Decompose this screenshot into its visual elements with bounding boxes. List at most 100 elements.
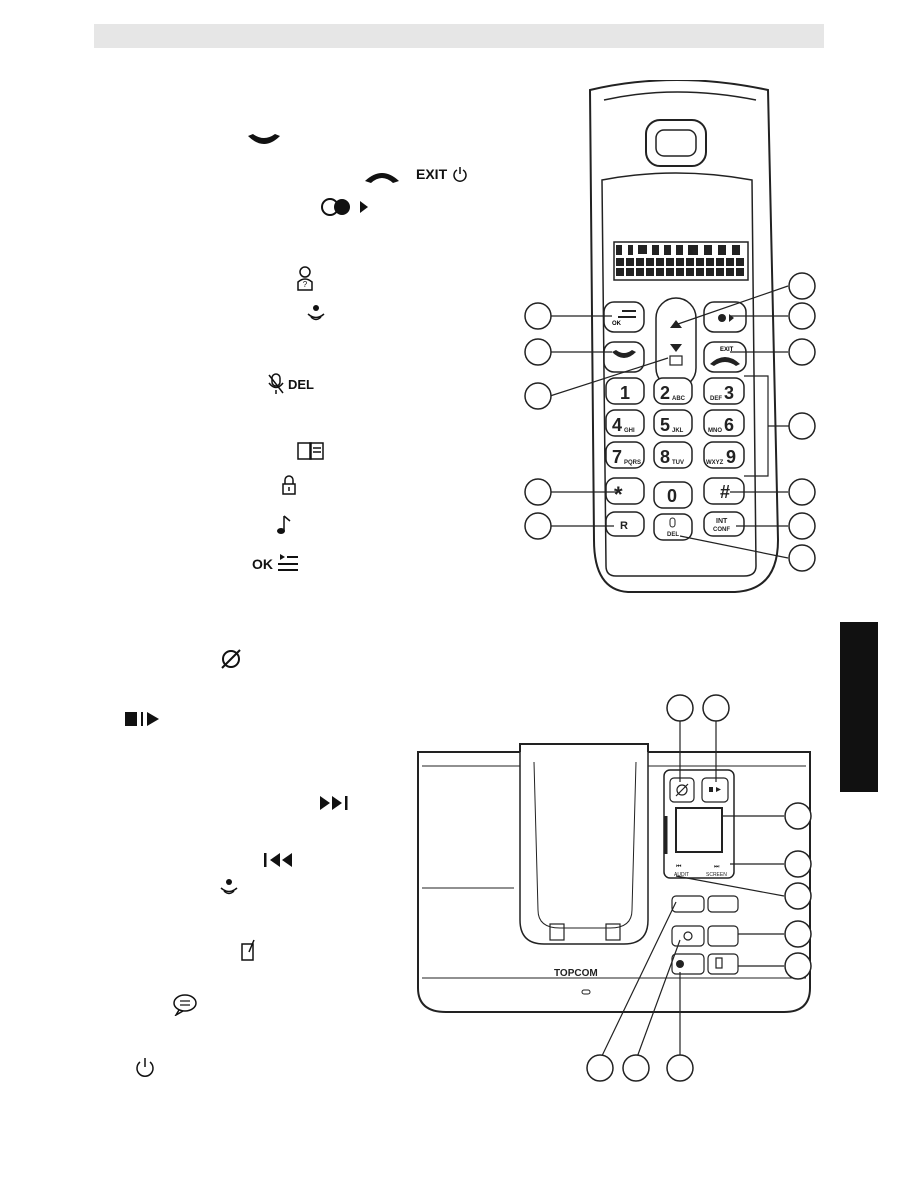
skip-forward-icon <box>320 796 348 810</box>
svg-text:TUV: TUV <box>672 460 684 466</box>
svg-text:MNO: MNO <box>708 428 722 434</box>
key-3 <box>703 377 745 405</box>
svg-text:3: 3 <box>724 383 734 403</box>
callout-circle <box>666 694 694 722</box>
handset-cradle <box>519 752 649 945</box>
ok-label: OK <box>252 556 273 572</box>
phonebook-icon <box>297 442 324 460</box>
display-status-icons <box>616 245 740 255</box>
callout-circle <box>788 272 816 300</box>
svg-text:ABC: ABC <box>672 396 686 402</box>
volume-button <box>707 895 739 913</box>
audit-label: AUDIT <box>674 872 689 878</box>
ringer-note-icon <box>277 515 291 534</box>
speaker-button <box>707 925 739 947</box>
key-r <box>605 511 645 537</box>
brand-logo: TOPCOM <box>554 968 598 979</box>
svg-text:*: * <box>614 482 623 507</box>
exit-label: EXIT <box>416 166 448 182</box>
callout-circle <box>702 694 730 722</box>
paging-button <box>671 895 705 913</box>
svg-text:INT: INT <box>716 518 728 525</box>
callout-circle <box>788 544 816 572</box>
svg-text:7: 7 <box>612 447 622 467</box>
side-language-tab <box>840 622 878 792</box>
callout-circle <box>788 512 816 540</box>
play-stop-button <box>701 777 729 803</box>
keylock-icon <box>282 475 296 495</box>
callout-circle <box>788 302 816 330</box>
paging-icon <box>307 305 325 321</box>
key-2 <box>653 377 693 405</box>
callout-circle <box>622 1054 650 1082</box>
svg-text:GHI: GHI <box>624 428 635 434</box>
key-ok-label: OK <box>612 321 622 327</box>
header-bar <box>94 24 824 48</box>
display-character-cells <box>616 258 744 276</box>
announcement-button <box>671 953 705 975</box>
message-display <box>675 807 723 853</box>
svg-text:R: R <box>620 520 628 532</box>
callout-circle <box>586 1054 614 1082</box>
key-hash <box>703 477 745 505</box>
memo-icon <box>241 939 255 961</box>
svg-text:0: 0 <box>667 486 677 506</box>
key-4 <box>605 409 645 437</box>
base-illustration: TOPCOM ⏮ ⏭ AUDIT SCREEN <box>417 694 812 1082</box>
callout-circle <box>788 338 816 366</box>
callout-circle <box>784 802 812 830</box>
mute-mic-icon <box>268 373 284 394</box>
svg-text:PQRS: PQRS <box>624 460 641 466</box>
key-7 <box>605 441 645 469</box>
base-power-icon <box>136 1058 154 1077</box>
callout-circle <box>788 412 816 440</box>
memo-button <box>707 953 739 975</box>
power-icon <box>453 167 467 182</box>
screen-label: SCREEN <box>706 872 727 878</box>
hangup-key-icon <box>365 173 399 183</box>
nav-key <box>655 297 697 389</box>
key-star <box>605 477 645 505</box>
caller-id-icon: ? <box>297 266 313 291</box>
svg-text:9: 9 <box>726 447 736 467</box>
power-button <box>671 925 705 947</box>
svg-text:DEF: DEF <box>710 396 722 402</box>
svg-text:CONF: CONF <box>713 527 730 533</box>
base-paging-icon <box>220 879 238 895</box>
key-exit-label: EXIT <box>720 347 734 353</box>
svg-text:DEL: DEL <box>667 532 679 538</box>
svg-text:⏭: ⏭ <box>714 864 720 870</box>
svg-text:6: 6 <box>724 415 734 435</box>
talk-key-icon <box>248 134 280 144</box>
svg-text:JKL: JKL <box>672 428 684 434</box>
callout-circle <box>784 850 812 878</box>
stop-play-icon <box>125 712 159 726</box>
svg-text:WXYZ: WXYZ <box>706 460 724 466</box>
callout-circle <box>524 338 552 366</box>
key-0 <box>653 481 693 509</box>
callout-circle <box>784 952 812 980</box>
svg-text:?: ? <box>303 280 308 289</box>
callout-circle <box>784 920 812 948</box>
callout-circle <box>524 302 552 330</box>
key-6 <box>703 409 745 437</box>
key-5 <box>653 409 693 437</box>
callout-circle <box>524 478 552 506</box>
callout-circle <box>784 882 812 910</box>
menu-play-icon <box>321 198 368 216</box>
callout-circle <box>666 1054 694 1082</box>
announcement-icon <box>173 994 197 1016</box>
key-1 <box>605 377 645 405</box>
key-8 <box>653 441 693 469</box>
svg-text:⏮: ⏮ <box>676 864 682 870</box>
key-int-conf <box>703 511 745 537</box>
svg-text:2: 2 <box>660 383 670 403</box>
callout-circle <box>788 478 816 506</box>
svg-text:1: 1 <box>620 383 630 403</box>
callout-circle <box>524 382 552 410</box>
key-9 <box>703 441 745 469</box>
svg-text:4: 4 <box>612 415 622 435</box>
del-label: DEL <box>288 377 314 392</box>
